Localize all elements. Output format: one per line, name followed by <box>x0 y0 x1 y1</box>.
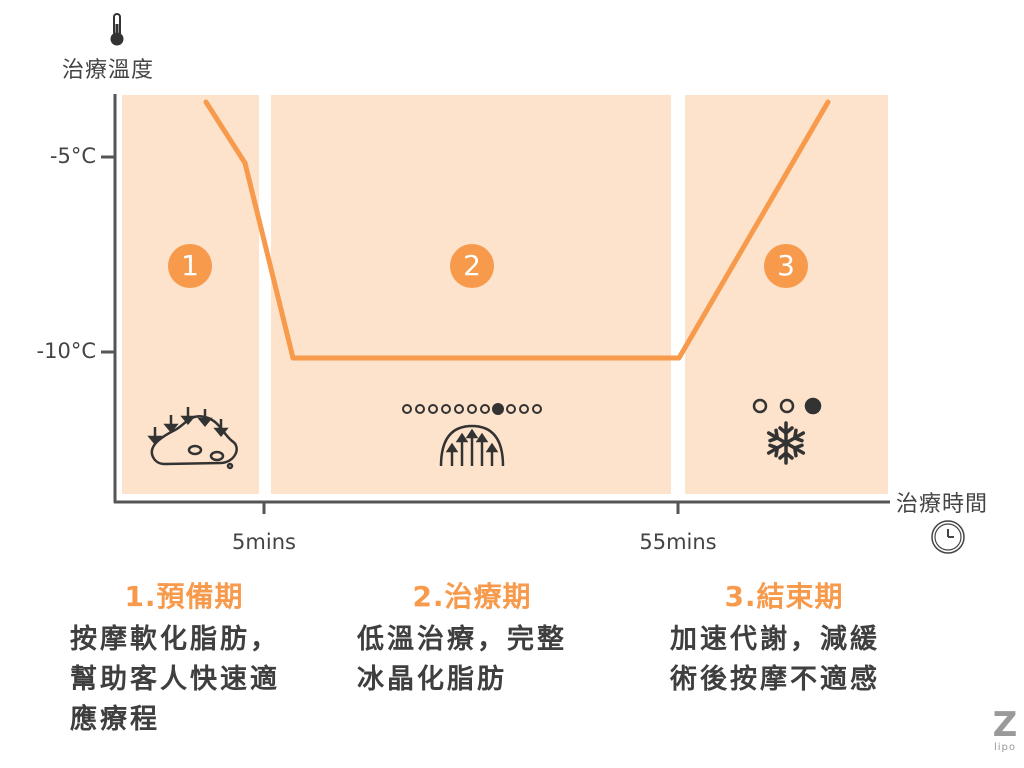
phase-2-desc-line: 冰晶化脂肪 <box>357 664 507 695</box>
logo-mark: Z <box>992 705 1018 745</box>
x-tick-label-5mins: 5mins <box>232 530 296 554</box>
y-tick-label-minus5: -5°C <box>49 144 96 168</box>
phase-1-badge: 1 <box>168 244 212 288</box>
y-axis-title: 治療溫度 <box>62 58 155 83</box>
phase-3-desc-line: 術後按摩不適感 <box>670 664 880 695</box>
phase-1-title: 1.預備期 <box>124 580 244 613</box>
logo-text: lipo <box>993 742 1017 753</box>
x-axis-title: 治療時間 <box>896 492 989 517</box>
zlipo-logo: Z lipo <box>990 708 1020 753</box>
phase-3-desc-line: 加速代謝，減緩 <box>670 624 880 655</box>
phase-1-desc-line: 應療程 <box>70 704 160 735</box>
fat-compress-icon <box>147 407 238 470</box>
phase-3-title: 3.結束期 <box>724 580 844 613</box>
phase3-progress-dots <box>752 397 822 415</box>
clock-icon <box>931 520 965 554</box>
axes <box>101 94 890 514</box>
phase-2-title: 2.治療期 <box>412 580 532 613</box>
phase-2-description: 低溫治療，完整 冰晶化脂肪 <box>357 620 567 700</box>
phase-2-desc-line: 低溫治療，完整 <box>357 624 567 655</box>
y-tick-label-minus10: -10°C <box>36 339 96 363</box>
thermometer-icon <box>110 13 124 46</box>
phase-1-description: 按摩軟化脂肪， 幫助客人快速適 應療程 <box>70 620 280 740</box>
phase-1-panel <box>122 95 259 494</box>
x-tick-label-55mins: 55mins <box>639 530 717 554</box>
phase-1-desc-line: 按摩軟化脂肪， <box>70 624 280 655</box>
phase-2-panel <box>271 95 671 494</box>
phase-2-badge: 2 <box>450 244 494 288</box>
phase-1-desc-line: 幫助客人快速適 <box>70 664 280 695</box>
phase-3-description: 加速代謝，減緩 術後按摩不適感 <box>670 620 880 700</box>
phase2-progress-dots <box>402 403 542 415</box>
temperature-line <box>203 99 831 361</box>
phase-3-badge: 3 <box>764 244 808 288</box>
cooling-dome-icon <box>439 424 505 467</box>
snowflake-icon <box>766 421 806 465</box>
